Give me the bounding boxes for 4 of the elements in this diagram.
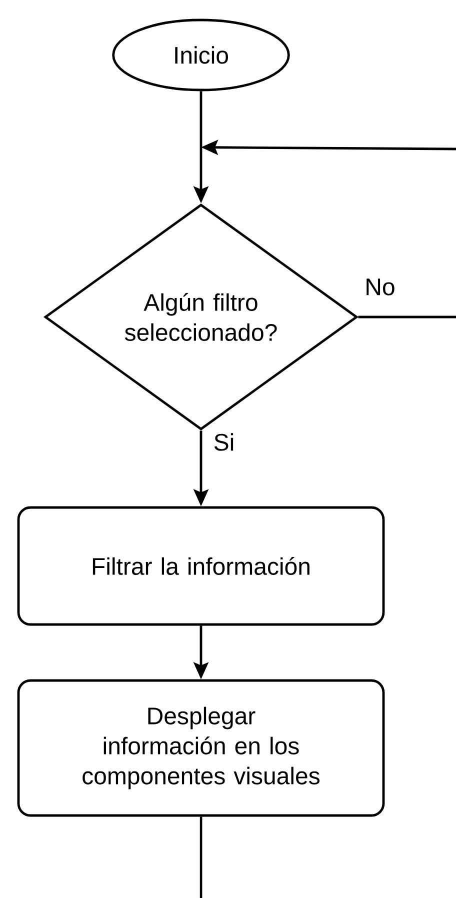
process-box: Desplegar información en los componentes visuales <box>17 679 385 817</box>
edge-label: Si <box>212 432 236 452</box>
process-box: Filtrar la información <box>17 506 385 626</box>
edge-label: No <box>364 278 396 296</box>
